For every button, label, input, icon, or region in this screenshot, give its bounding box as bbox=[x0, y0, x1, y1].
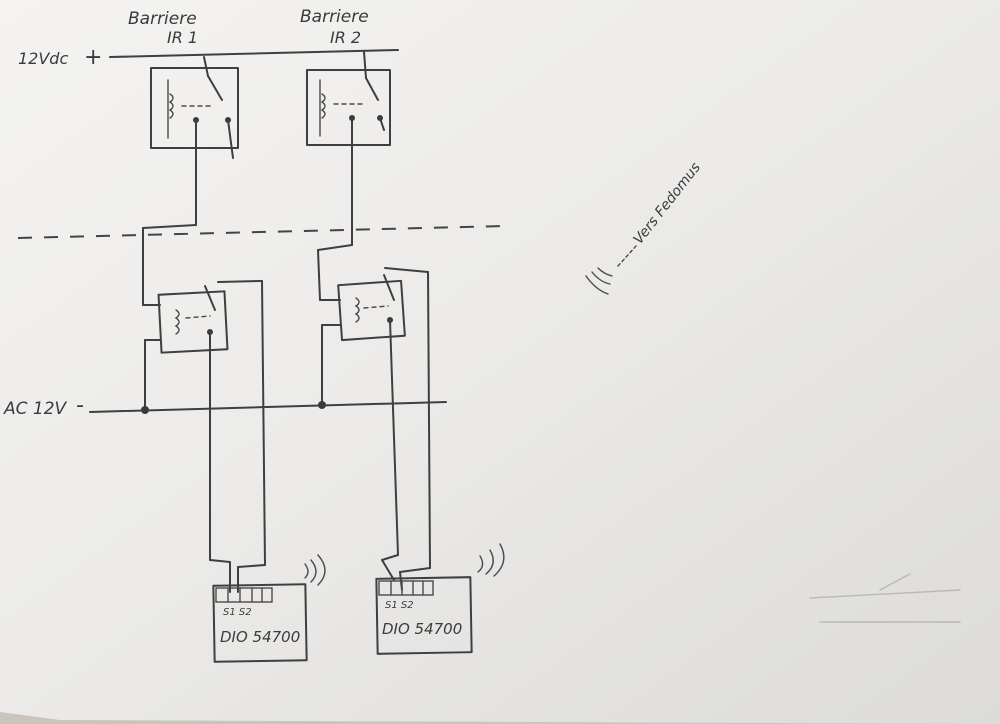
dc-supply-rail bbox=[109, 49, 399, 58]
dio-module-1: S1 S2 DIO 54700 bbox=[212, 554, 326, 663]
module1-terminal-labels: S1 S2 bbox=[223, 607, 252, 618]
wire-relay2-down bbox=[317, 117, 353, 301]
dio-module-2: S1 S2 DIO 54700 bbox=[375, 543, 505, 655]
wire-relay1-down bbox=[142, 144, 197, 306]
relay-ir2 bbox=[306, 51, 391, 146]
barrier2-title-line2: IR 2 bbox=[330, 28, 361, 47]
lower-relay-1 bbox=[144, 280, 266, 566]
module2-wireless-icon bbox=[477, 543, 505, 577]
module2-terminal-labels: S1 S2 bbox=[385, 600, 414, 611]
bleed-through-marks bbox=[809, 573, 961, 623]
ac-supply-rail bbox=[89, 401, 447, 414]
relay-ir1 bbox=[150, 56, 239, 159]
ac-supply-sign: - bbox=[76, 393, 84, 418]
dc-supply-sign: + bbox=[84, 45, 102, 70]
dc-supply-label: 12Vdc bbox=[18, 49, 68, 68]
module1-wireless-icon bbox=[304, 554, 326, 586]
module1-name: DIO 54700 bbox=[220, 628, 300, 646]
barrier2-title-line1: Barriere bbox=[300, 7, 369, 27]
barrier1-title-line2: IR 1 bbox=[167, 28, 198, 47]
barrier1-title-line1: Barriere bbox=[128, 9, 197, 29]
lower-relay-2 bbox=[321, 267, 431, 569]
separation-dashed-line bbox=[17, 225, 506, 239]
module2-name: DIO 54700 bbox=[382, 620, 462, 638]
ac-supply-label: AC 12V bbox=[3, 399, 68, 419]
